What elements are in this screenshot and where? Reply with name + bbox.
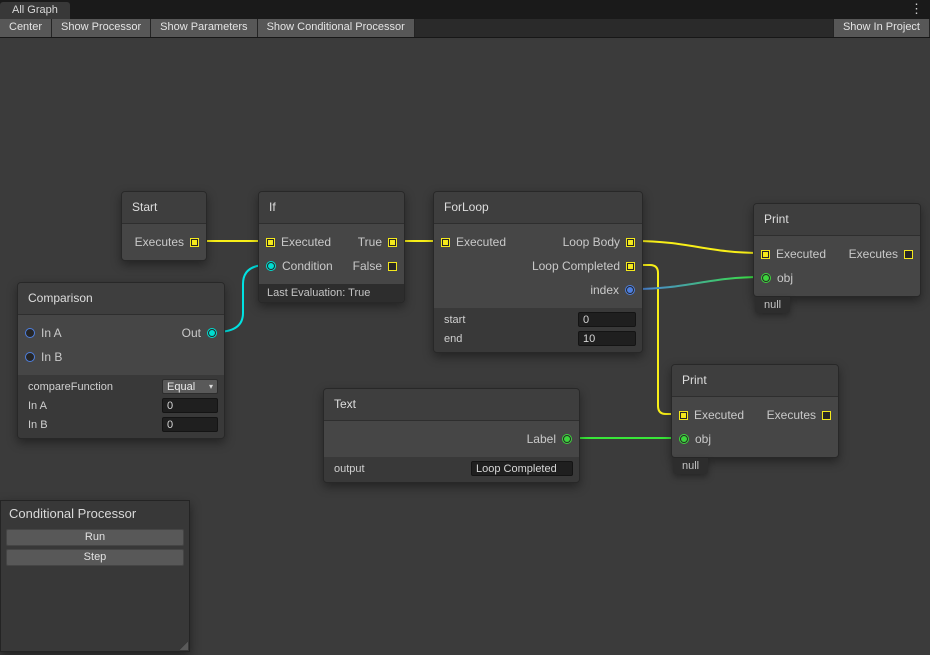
node-text-header[interactable]: Text	[324, 389, 579, 421]
graph-canvas[interactable]: Start Executes If Executed True	[0, 38, 930, 655]
node-text-title: Text	[334, 397, 357, 411]
forloop-loop-completed-output-port[interactable]	[626, 261, 635, 271]
comparison-in-b-input-port[interactable]	[25, 352, 35, 362]
comparison-comparefunction-value: Equal	[167, 380, 196, 393]
node-text[interactable]: Text Label output Loop Completed	[323, 388, 580, 483]
show-processor-button[interactable]: Show Processor	[51, 19, 152, 37]
forloop-loop-body-label: Loop Body	[562, 235, 620, 249]
start-executes-label: Executes	[134, 235, 184, 249]
comparison-in-a-input-port[interactable]	[25, 328, 35, 338]
comparison-comparefunction-dropdown[interactable]: Equal ▾	[162, 379, 218, 394]
start-executes-output-port[interactable]	[190, 237, 199, 247]
comparison-in-b-field-input[interactable]: 0	[162, 417, 218, 432]
toolbar: Center Show Processor Show Parameters Sh…	[0, 19, 930, 38]
print-top-executes-label: Executes	[848, 247, 898, 261]
comparison-in-a-field-input[interactable]: 0	[162, 398, 218, 413]
node-forloop-title: ForLoop	[444, 200, 489, 214]
print-bottom-obj-input-port[interactable]	[679, 434, 689, 444]
comparison-in-a-field-label: In A	[28, 399, 47, 412]
forloop-index-output-port[interactable]	[625, 285, 635, 295]
comparison-out-label: Out	[181, 326, 201, 340]
if-condition-label: Condition	[282, 259, 333, 273]
node-print-top[interactable]: Print Executed Executes obj null	[753, 203, 921, 313]
print-top-obj-input-port[interactable]	[761, 273, 771, 283]
node-comparison-header[interactable]: Comparison	[18, 283, 224, 315]
print-top-executed-input-port[interactable]	[761, 249, 770, 259]
toolbar-spacer	[415, 19, 834, 37]
print-top-executed-label: Executed	[776, 247, 827, 261]
forloop-start-field-label: start	[444, 313, 466, 326]
kebab-menu-icon[interactable]: ⋮	[910, 1, 923, 16]
resize-grip[interactable]	[179, 641, 188, 650]
forloop-index-label: index	[590, 283, 619, 297]
node-print-bottom-header[interactable]: Print	[672, 365, 838, 397]
comparison-out-output-port[interactable]	[207, 328, 217, 338]
forloop-start-field-input[interactable]: 0	[578, 312, 636, 327]
print-top-executes-output-port[interactable]	[904, 249, 913, 259]
comparison-in-b-label: In B	[41, 350, 63, 364]
comparison-in-a-label: In A	[41, 326, 62, 340]
step-button[interactable]: Step	[6, 549, 184, 566]
node-print-bottom[interactable]: Print Executed Executes obj null	[671, 364, 839, 474]
forloop-executed-label: Executed	[456, 235, 507, 249]
node-print-bottom-title: Print	[682, 373, 707, 387]
node-if-title: If	[269, 200, 276, 214]
node-start[interactable]: Start Executes	[121, 191, 207, 261]
show-in-project-button[interactable]: Show In Project	[832, 19, 930, 37]
tab-all-graph[interactable]: All Graph	[0, 2, 70, 19]
print-bottom-value: null	[673, 458, 709, 474]
forloop-executed-input-port[interactable]	[441, 237, 450, 247]
node-start-header[interactable]: Start	[122, 192, 206, 224]
conditional-processor-title: Conditional Processor	[9, 506, 137, 521]
if-true-output-port[interactable]	[388, 237, 397, 247]
node-if-header[interactable]: If	[259, 192, 404, 224]
if-false-output-port[interactable]	[388, 261, 397, 271]
node-print-top-header[interactable]: Print	[754, 204, 920, 236]
node-comparison-title: Comparison	[28, 291, 93, 305]
forloop-end-field-input[interactable]: 10	[578, 331, 636, 346]
forloop-loop-completed-label: Loop Completed	[531, 259, 620, 273]
wire-index-to-print-top-obj[interactable]	[633, 276, 763, 290]
text-output-field-input[interactable]: Loop Completed	[471, 461, 573, 476]
if-last-evaluation: Last Evaluation: True	[259, 284, 404, 302]
if-true-label: True	[357, 235, 382, 249]
print-bottom-executed-label: Executed	[694, 408, 745, 422]
if-executed-label: Executed	[281, 235, 332, 249]
tab-bar: All Graph ⋮	[0, 0, 930, 19]
node-print-top-title: Print	[764, 212, 789, 226]
node-if[interactable]: If Executed True Condition False	[258, 191, 405, 303]
node-forloop-header[interactable]: ForLoop	[434, 192, 642, 224]
text-label-port-label: Label	[526, 432, 556, 446]
if-condition-input-port[interactable]	[266, 261, 276, 271]
dropdown-arrow-icon: ▾	[208, 382, 213, 391]
print-bottom-executed-input-port[interactable]	[679, 410, 688, 420]
run-button[interactable]: Run	[6, 529, 184, 546]
forloop-end-field-label: end	[444, 332, 463, 345]
show-conditional-processor-button[interactable]: Show Conditional Processor	[256, 19, 415, 37]
node-forloop[interactable]: ForLoop Executed Loop Body Loop Complete…	[433, 191, 643, 353]
text-output-field-label: output	[334, 462, 365, 475]
print-bottom-executes-output-port[interactable]	[822, 410, 831, 420]
comparison-comparefunction-label: compareFunction	[28, 380, 113, 393]
node-comparison[interactable]: Comparison In A In B Out	[17, 282, 225, 439]
tab-all-graph-label: All Graph	[12, 4, 58, 16]
print-top-obj-label: obj	[777, 271, 794, 285]
comparison-in-b-field-label: In B	[28, 418, 48, 431]
forloop-loop-body-output-port[interactable]	[626, 237, 635, 247]
center-button[interactable]: Center	[0, 19, 53, 37]
print-bottom-obj-label: obj	[695, 432, 712, 446]
print-top-value: null	[755, 297, 791, 313]
if-false-label: False	[352, 259, 382, 273]
show-parameters-button[interactable]: Show Parameters	[150, 19, 258, 37]
if-executed-input-port[interactable]	[266, 237, 275, 247]
conditional-processor-panel[interactable]: Conditional Processor Run Step	[0, 500, 190, 652]
wire-loopbody-to-print-top-executed[interactable]	[633, 240, 763, 254]
text-label-output-port[interactable]	[562, 434, 572, 444]
print-bottom-executes-label: Executes	[766, 408, 816, 422]
node-start-title: Start	[132, 200, 158, 214]
